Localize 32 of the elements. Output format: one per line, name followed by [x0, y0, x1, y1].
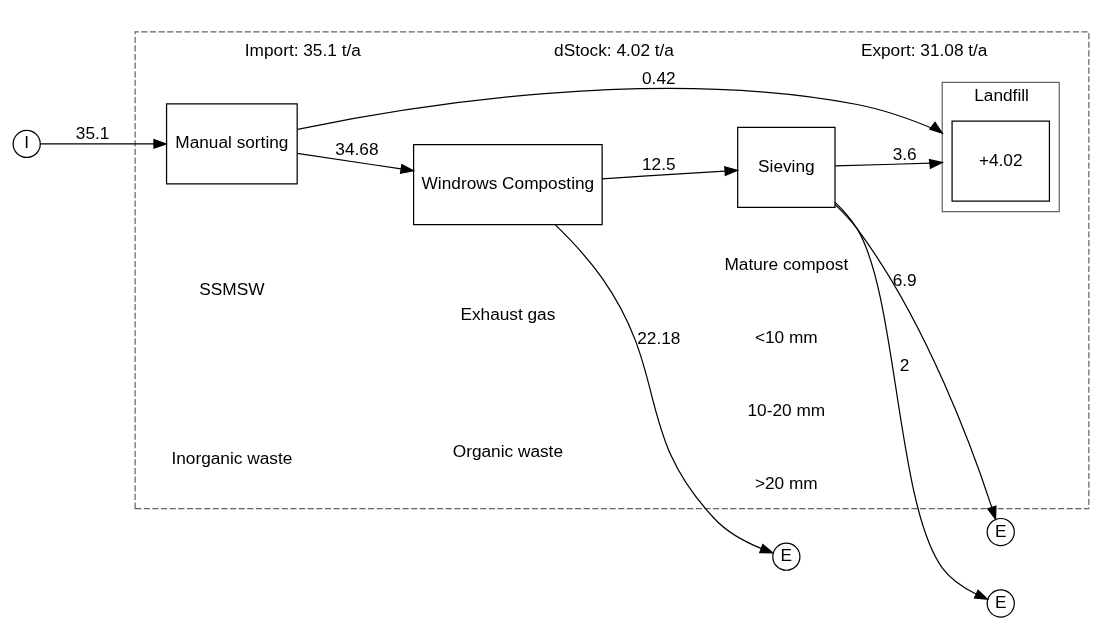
arrow — [834, 204, 997, 521]
node-circle: I — [12, 129, 41, 159]
arrow — [834, 201, 990, 600]
edge-label: 12.5 — [642, 154, 676, 175]
arrow — [296, 152, 416, 174]
label: <10 mm — [754, 327, 818, 348]
arrow — [40, 138, 169, 150]
edge-label: 0.42 — [642, 67, 676, 88]
edge-label: 22.18 — [637, 327, 681, 348]
label: Mature compost — [724, 254, 849, 275]
label: SSMSW — [199, 279, 265, 300]
arrow — [554, 224, 775, 554]
arrow — [296, 87, 944, 135]
edge-label: 2 — [899, 354, 910, 375]
label: 10-20 mm — [747, 399, 826, 420]
label: Inorganic waste — [171, 447, 293, 468]
node-box: Manual sorting — [165, 103, 298, 185]
node-box: Windrows Composting — [413, 143, 603, 226]
label: Exhaust gas — [460, 303, 556, 324]
node-circle: E — [986, 589, 1015, 618]
label: >20 mm — [754, 472, 818, 493]
edge-label: 34.68 — [335, 139, 379, 160]
edge-label: 6.9 — [892, 269, 917, 290]
node-box: Sieving — [737, 126, 836, 208]
edge-label: 35.1 — [75, 123, 110, 144]
edge-label: 3.6 — [892, 144, 917, 165]
node-circle: E — [986, 517, 1015, 547]
arrow — [601, 165, 740, 180]
arrow — [834, 158, 945, 170]
label: Organic waste — [452, 440, 564, 461]
node-box: +4.02 — [951, 120, 1051, 202]
node-circle: E — [772, 542, 801, 571]
